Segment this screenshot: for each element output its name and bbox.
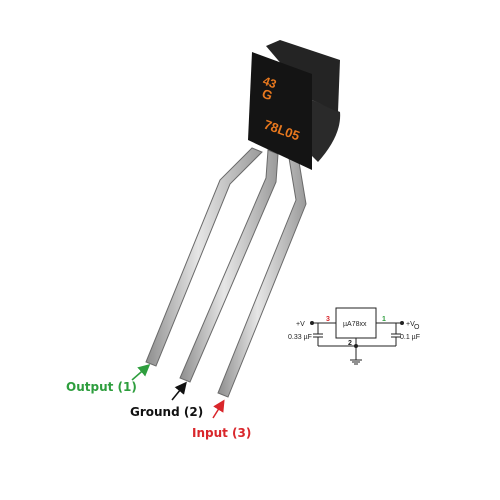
body-front	[248, 52, 312, 170]
regulator-body: 43 G 78L05	[248, 40, 341, 170]
body-side	[306, 100, 341, 162]
lead-output	[145, 147, 263, 367]
schematic-pin-out: 1	[382, 316, 386, 323]
schematic-pin-in: 3	[326, 316, 330, 323]
schematic-vout-subscript: O	[414, 324, 420, 331]
leads	[145, 147, 307, 398]
ground-arrow	[171, 381, 187, 401]
output-arrow	[131, 364, 151, 381]
schematic: µA78xx +V +V O 3 1 0.33 µF 0.1 µF 2	[288, 307, 420, 365]
ground-symbol-icon	[350, 359, 362, 365]
schematic-gnd-node	[354, 344, 358, 348]
input-label: Input (3)	[192, 426, 251, 440]
schematic-node-in	[310, 321, 314, 325]
output-label: Output (1)	[66, 380, 137, 394]
schematic-cap-in-label: 0.33 µF	[288, 334, 312, 341]
marking-line2: G	[260, 86, 275, 104]
schematic-chip	[335, 307, 377, 339]
ground-label: Ground (2)	[130, 405, 203, 419]
schematic-vout-label: +V	[406, 321, 415, 328]
input-arrow	[212, 399, 225, 419]
schematic-vin-label: +V	[296, 321, 305, 328]
schematic-pin-gnd: 2	[348, 340, 352, 347]
schematic-node-out	[400, 321, 404, 325]
schematic-chip-label: µA78xx	[343, 321, 367, 328]
pin-callouts: Output (1) Ground (2) Input (3)	[66, 364, 251, 440]
schematic-cap-out-label: 0.1 µF	[400, 334, 420, 341]
marking-line1: 43	[261, 74, 279, 92]
